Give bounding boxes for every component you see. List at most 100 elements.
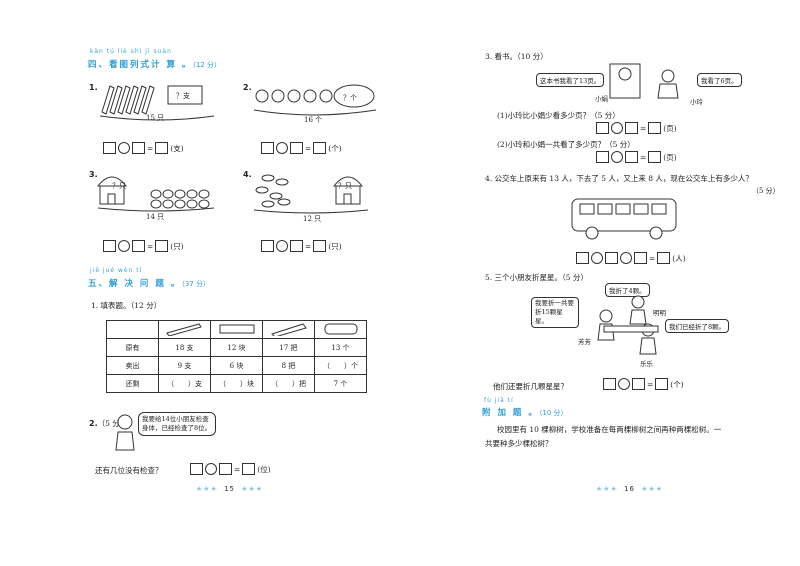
table-cell: 12 块 [210,338,263,357]
p5-bubble3: 我们已经折了8颗。 [665,319,730,333]
stars-right: ★★★ [641,485,664,493]
answer-box[interactable] [155,240,169,252]
answer-box[interactable] [290,240,303,252]
doctor-figure [115,414,135,451]
answer-box[interactable] [605,252,618,264]
p5-question: 他们还要折几颗星星？ [493,382,568,391]
q4-unit: (只) [328,241,342,251]
p5-equation: =(个) [603,378,684,390]
operator-circle[interactable] [118,142,130,154]
table-cell: 7 个 [314,374,367,393]
answer-box[interactable] [648,151,662,163]
answer-box[interactable] [596,122,609,134]
p4-text: 4. 公交车上原来有 13 人，下去了 5 人，又上来 8 人，现在公交车上有多… [485,174,753,183]
p5-name2: 芳芳 [578,338,591,346]
q3-unit: (只) [170,241,184,251]
answer-box[interactable] [103,142,116,154]
answer-box[interactable] [190,463,203,475]
operator-circle[interactable] [118,240,130,252]
answer-box[interactable] [290,142,303,154]
answer-box[interactable] [625,151,638,163]
extra-text-line2: 共要种多少棵松树？ [485,439,553,448]
answer-box[interactable] [132,142,145,154]
sec5-pinyin: jiě jué wèn tí [90,267,143,274]
extra-score: （10 分） [538,409,568,417]
q3-total: 14 只 [146,213,165,221]
answer-box[interactable] [313,142,327,154]
answer-box[interactable] [655,378,669,390]
p3-q2-equation: =(页) [596,151,677,163]
table-row: 还剩 （ ）支 （ ）块 （ ）把 7 个 [106,374,367,393]
row-label: 还剩 [106,374,159,393]
p2-score: （5 分） [97,419,128,428]
p2-equation: =(位) [190,463,271,475]
answer-box[interactable] [634,252,647,264]
sec4-heading: 四、看图列式计 算 。（12 分） [88,58,221,70]
answer-box[interactable] [657,252,671,264]
extra-pinyin: fù jiā tí [484,397,514,404]
answer-box[interactable] [576,252,589,264]
answer-box[interactable] [261,240,274,252]
operator-circle[interactable] [276,142,288,154]
table-row-pictures [106,320,367,339]
pencils-figure [99,85,215,121]
answer-box[interactable] [648,122,662,134]
apples-basket-figure [253,84,377,116]
q4-total: 12 只 [303,215,322,223]
sec5-title: 五、解 决 问 题 。 [88,279,182,289]
p3-name-left: 小娟 [595,95,608,103]
eraser-icon [219,324,254,333]
table-cell: 13 个 [314,338,367,357]
operator-circle[interactable] [611,122,623,134]
p3-q1-equation: =(页) [596,122,677,134]
table-cell-answer[interactable]: （ ）支 [158,374,211,393]
table-cell: 8 把 [262,356,315,375]
q2-unit: (个) [328,143,342,153]
operator-circle[interactable] [620,252,632,264]
answer-box[interactable] [155,142,169,154]
birds-house-figure [253,174,369,214]
page-number-right: ★★★ 16 ★★★ [596,485,663,493]
answer-box[interactable] [625,122,638,134]
sec4-score: （12 分） [192,61,222,69]
answer-box[interactable] [219,463,232,475]
answer-box[interactable] [261,142,274,154]
q1-box-label: ？支 [176,92,190,100]
table-cell-ruler-pic [262,320,315,339]
p2-question: 还有几位没有检查？ [95,466,163,475]
operator-circle[interactable] [205,463,217,475]
q2-equation: =(个) [261,142,342,154]
operator-circle[interactable] [591,252,603,264]
q4-equation: =(只) [261,240,342,252]
table-cell-answer[interactable]: （ ）把 [262,374,315,393]
operator-circle[interactable] [276,240,288,252]
table-cell-answer[interactable]: （ ）个 [314,356,367,375]
q4-number: 4. [243,170,252,179]
q3-equation: =(只) [103,240,184,252]
operator-circle[interactable] [611,151,623,163]
answer-box[interactable] [103,240,116,252]
p3-bubble-right: 我看了6页。 [697,73,742,87]
q1-total: 15 只 [146,114,165,122]
answer-box[interactable] [632,378,645,390]
table-cell: 9 支 [158,356,211,375]
table-cell: 18 支 [158,338,211,357]
extra-text-line1: 校园里有 10 棵柳树，学校准备在每两棵柳树之间再种两棵松树。一 [497,425,722,434]
table-cell-pencilcase-pic [314,320,367,339]
table-cell: 6 块 [210,356,263,375]
p4-unit: (人) [672,253,686,263]
p2-label: 2.（5 分） [89,418,127,429]
table-cell-answer[interactable]: （ ）块 [210,374,263,393]
answer-box[interactable] [313,240,327,252]
answer-box[interactable] [596,151,609,163]
extra-title: 附 加 题 。 [482,408,539,418]
p2-speech-bubble: 我要给14位小朋友检查身体，已经检查了8位。 [138,412,216,436]
sec5-score: （37 分） [181,280,210,288]
p1-title: 1. 填表题。（12 分） [91,301,162,310]
answer-box[interactable] [603,378,616,390]
answer-box[interactable] [132,240,145,252]
p3-title: 3. 看书。（10 分） [485,52,548,61]
answer-box[interactable] [242,463,256,475]
operator-circle[interactable] [618,378,630,390]
reading-girls-figure [609,63,679,99]
